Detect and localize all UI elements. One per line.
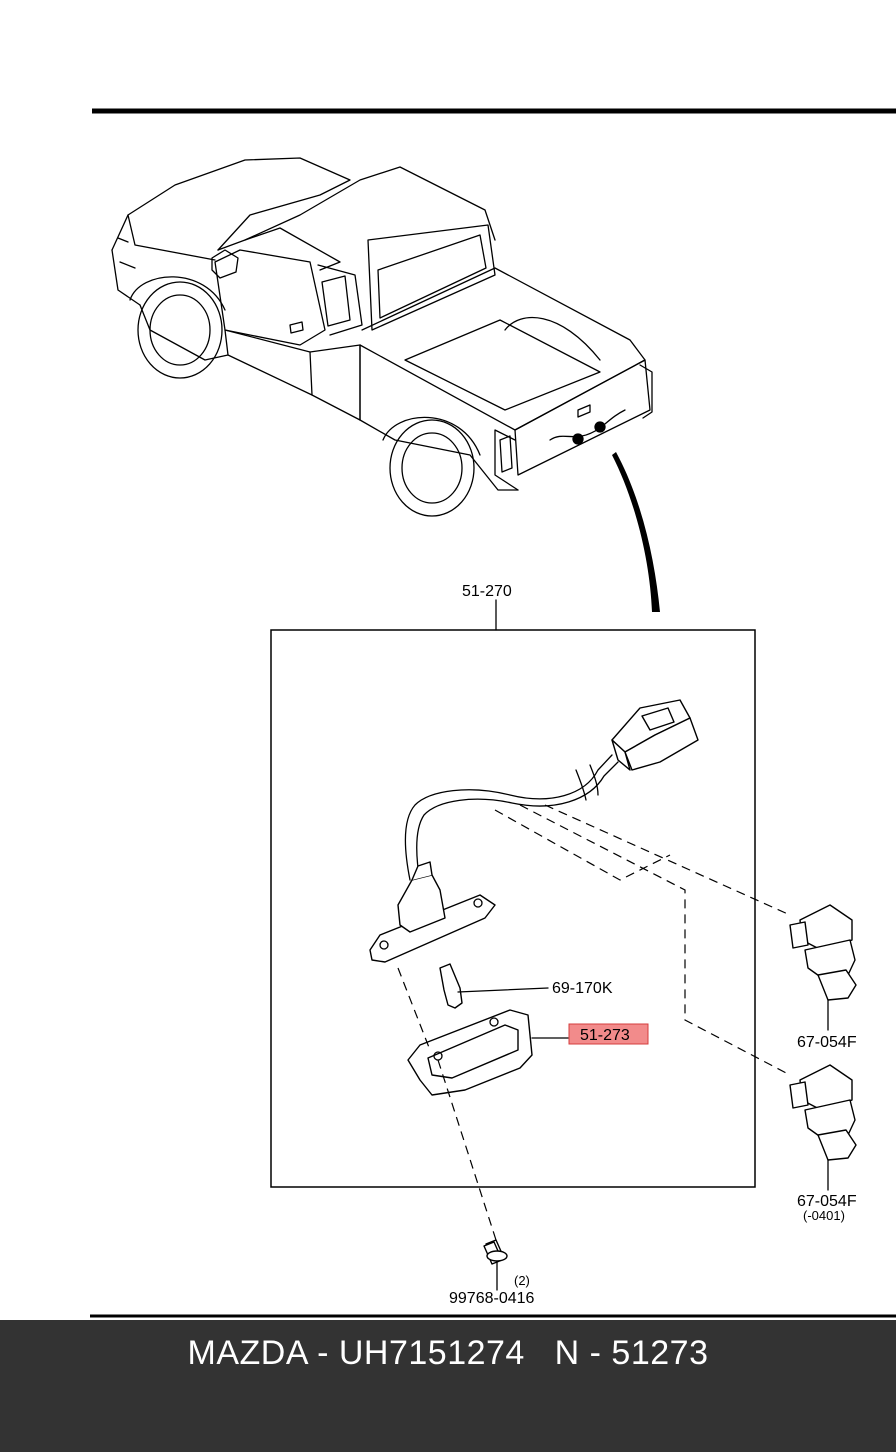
detail-frame (270, 629, 756, 1188)
lens: 51-273 (407, 1009, 649, 1096)
label-clip-upper: 67-054F (797, 1034, 857, 1051)
label-lens: 51-273 (580, 1027, 630, 1044)
parts-diagram: 51-270 69-170K 51-273 (90, 108, 896, 1318)
part-number-banner: MAZDA - UH7151274 N - 51273 (0, 1320, 896, 1452)
truck-illustration (111, 157, 653, 517)
clip-lower: 67-054F (-0401) (789, 1064, 857, 1223)
label-clip-lower: 67-054F (797, 1193, 857, 1210)
bulb: 69-170K (439, 963, 613, 1009)
wire-harness (404, 754, 619, 883)
assembly-callout: 51-270 (462, 583, 512, 631)
callout-arrow (612, 452, 660, 612)
label-clip-lower-note: (-0401) (803, 1208, 845, 1223)
label-screw: 99768-0416 (449, 1290, 535, 1307)
highlight-box (568, 1023, 649, 1045)
lamp-housing (369, 861, 496, 963)
screw: (2) 99768-0416 (449, 1239, 535, 1307)
label-bulb: 69-170K (552, 980, 613, 997)
clip-upper: 67-054F (789, 904, 857, 1051)
connector-plug (611, 699, 699, 771)
part-number-text: MAZDA - UH7151274 N - 51273 (187, 1334, 709, 1372)
assembly-guides (397, 804, 791, 1241)
label-screw-qty: (2) (514, 1273, 530, 1288)
label-assembly: 51-270 (462, 583, 512, 600)
